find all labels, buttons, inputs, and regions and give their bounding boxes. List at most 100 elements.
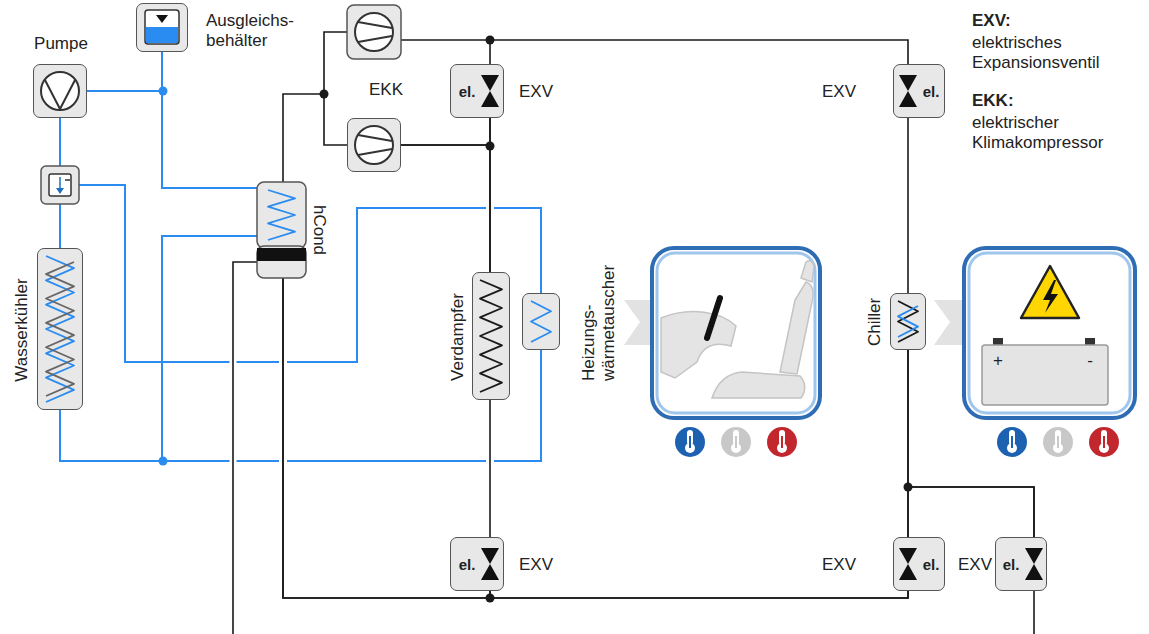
- battery-body: [982, 345, 1108, 405]
- pipe-halo: [486, 400, 494, 537]
- cabin-illustration: [707, 298, 720, 338]
- junction-dot: [486, 36, 495, 45]
- symbol: [890, 293, 926, 350]
- component-label: EXV: [519, 82, 553, 102]
- temperature-icon: [721, 427, 751, 457]
- junction-dot: [320, 36, 913, 603]
- component-label: el.: [923, 83, 940, 100]
- junction-dot: [486, 142, 495, 151]
- component-label: Heizungs- wärmetauscher: [579, 251, 618, 381]
- pipe-line: [233, 262, 257, 634]
- valve-mark: [481, 75, 499, 107]
- refrigerant-pipe: [490, 40, 908, 64]
- junction-dot: [320, 90, 329, 99]
- pipe-halo: [401, 145, 490, 272]
- refrigerant-pipe: [908, 487, 1034, 537]
- pump-symbol: Pumpe: [33, 64, 87, 118]
- expansion-tank: Ausgleichs- behälter: [136, 3, 188, 52]
- temperature-icon: [997, 427, 1027, 457]
- pipe-halo: [486, 118, 494, 272]
- condenser-body: [257, 182, 306, 248]
- refrigerant-pipe: [489, 118, 491, 272]
- warning-symbol: [1021, 266, 1079, 318]
- refrigerant-pipe: [907, 118, 909, 293]
- temperature-icon: [721, 427, 751, 457]
- flow-chevron: [624, 300, 650, 345]
- valve-mark: [481, 548, 499, 580]
- component-label: EXV: [519, 555, 553, 575]
- zigzag-coil: [898, 306, 918, 337]
- cabin-frame: [652, 248, 820, 418]
- symbol: [33, 64, 87, 118]
- zigzag-coil: [898, 301, 918, 342]
- receiver-body: [257, 246, 306, 278]
- component-label: el.: [1003, 556, 1020, 573]
- evaporator-symbol: Verdampfer: [472, 272, 510, 400]
- tank-body: [145, 10, 179, 44]
- battery-frame: [964, 248, 1135, 418]
- legend-term: EKK:: [972, 91, 1014, 111]
- compressor-symbol: [347, 5, 401, 59]
- symbol: [522, 293, 560, 350]
- expansion-valve: el.EXV: [893, 537, 945, 591]
- component-label: +: [993, 351, 1003, 371]
- pipe-line: [324, 32, 347, 94]
- zigzag-coil: [46, 262, 74, 396]
- component-label: el.: [459, 83, 476, 100]
- temperature-icon: [1057, 436, 1059, 448]
- pipe-halo: [283, 94, 347, 182]
- component-label: EXV: [822, 555, 856, 575]
- component-label: EXV: [822, 82, 856, 102]
- coolant-pipe: [162, 52, 257, 188]
- terminal: [993, 338, 1003, 345]
- cabin-illustration: [780, 282, 813, 374]
- pipe-line: [401, 39, 490, 41]
- crossing-gaps: [283, 40, 1034, 598]
- temperature-icon: [1089, 427, 1119, 457]
- coolant-pipe: [87, 52, 162, 91]
- compressor-symbol: [358, 36, 392, 42]
- component-label: Wasserkühler: [12, 278, 32, 381]
- heater-core-symbol: Heizungs- wärmetauscher: [522, 293, 560, 350]
- compressor-symbol: [347, 5, 401, 59]
- component-label: el.: [923, 556, 940, 573]
- chiller-symbol: Chiller: [890, 293, 926, 350]
- temperature-icon: [781, 436, 783, 448]
- expansion-valve: el.EXV: [450, 537, 504, 591]
- component-label: Ausgleichs- behälter: [206, 11, 316, 50]
- coolant-lines: [60, 52, 541, 461]
- temperature-icon: [1089, 427, 1119, 457]
- valve-mark: [899, 75, 917, 107]
- zigzag-coil: [480, 280, 502, 392]
- temperature-icon: [767, 427, 797, 457]
- legend-term: EXV:: [972, 11, 1011, 31]
- cabin-illustration: [801, 261, 814, 282]
- symbol: [37, 248, 83, 410]
- cabin-frame: [657, 253, 815, 413]
- zigzag-coil: [531, 301, 551, 342]
- temperature-icon: [1011, 436, 1013, 448]
- temperature-icon: [1103, 436, 1105, 448]
- coolant-pipe: [87, 91, 257, 188]
- refrigerant-pipe: [489, 400, 491, 537]
- pipe-halo: [908, 487, 1034, 537]
- cabin-frame: [652, 248, 820, 418]
- temperature-icon: [689, 436, 691, 448]
- refrigerant-pipe: [401, 118, 490, 145]
- pipe-line: [233, 262, 257, 634]
- receiver-band: [257, 248, 306, 261]
- temperature-icon: [735, 436, 737, 448]
- valve-mark: [899, 548, 917, 580]
- tank-fluid: [146, 27, 178, 43]
- refrigerant-lines: [283, 40, 1034, 598]
- symbol: [136, 3, 188, 52]
- temperature-icon: [1043, 427, 1073, 457]
- cabin-illustration: [712, 372, 805, 398]
- radiator-symbol: Wasserkühler: [37, 248, 83, 410]
- cabin-illustration: [661, 312, 736, 378]
- legend-definition: elektrischer Klimakompressor: [972, 113, 1122, 154]
- zigzag-coil: [46, 256, 74, 402]
- symbol: [995, 537, 1047, 591]
- temperature-icon: [997, 427, 1027, 457]
- symbol: [257, 182, 306, 278]
